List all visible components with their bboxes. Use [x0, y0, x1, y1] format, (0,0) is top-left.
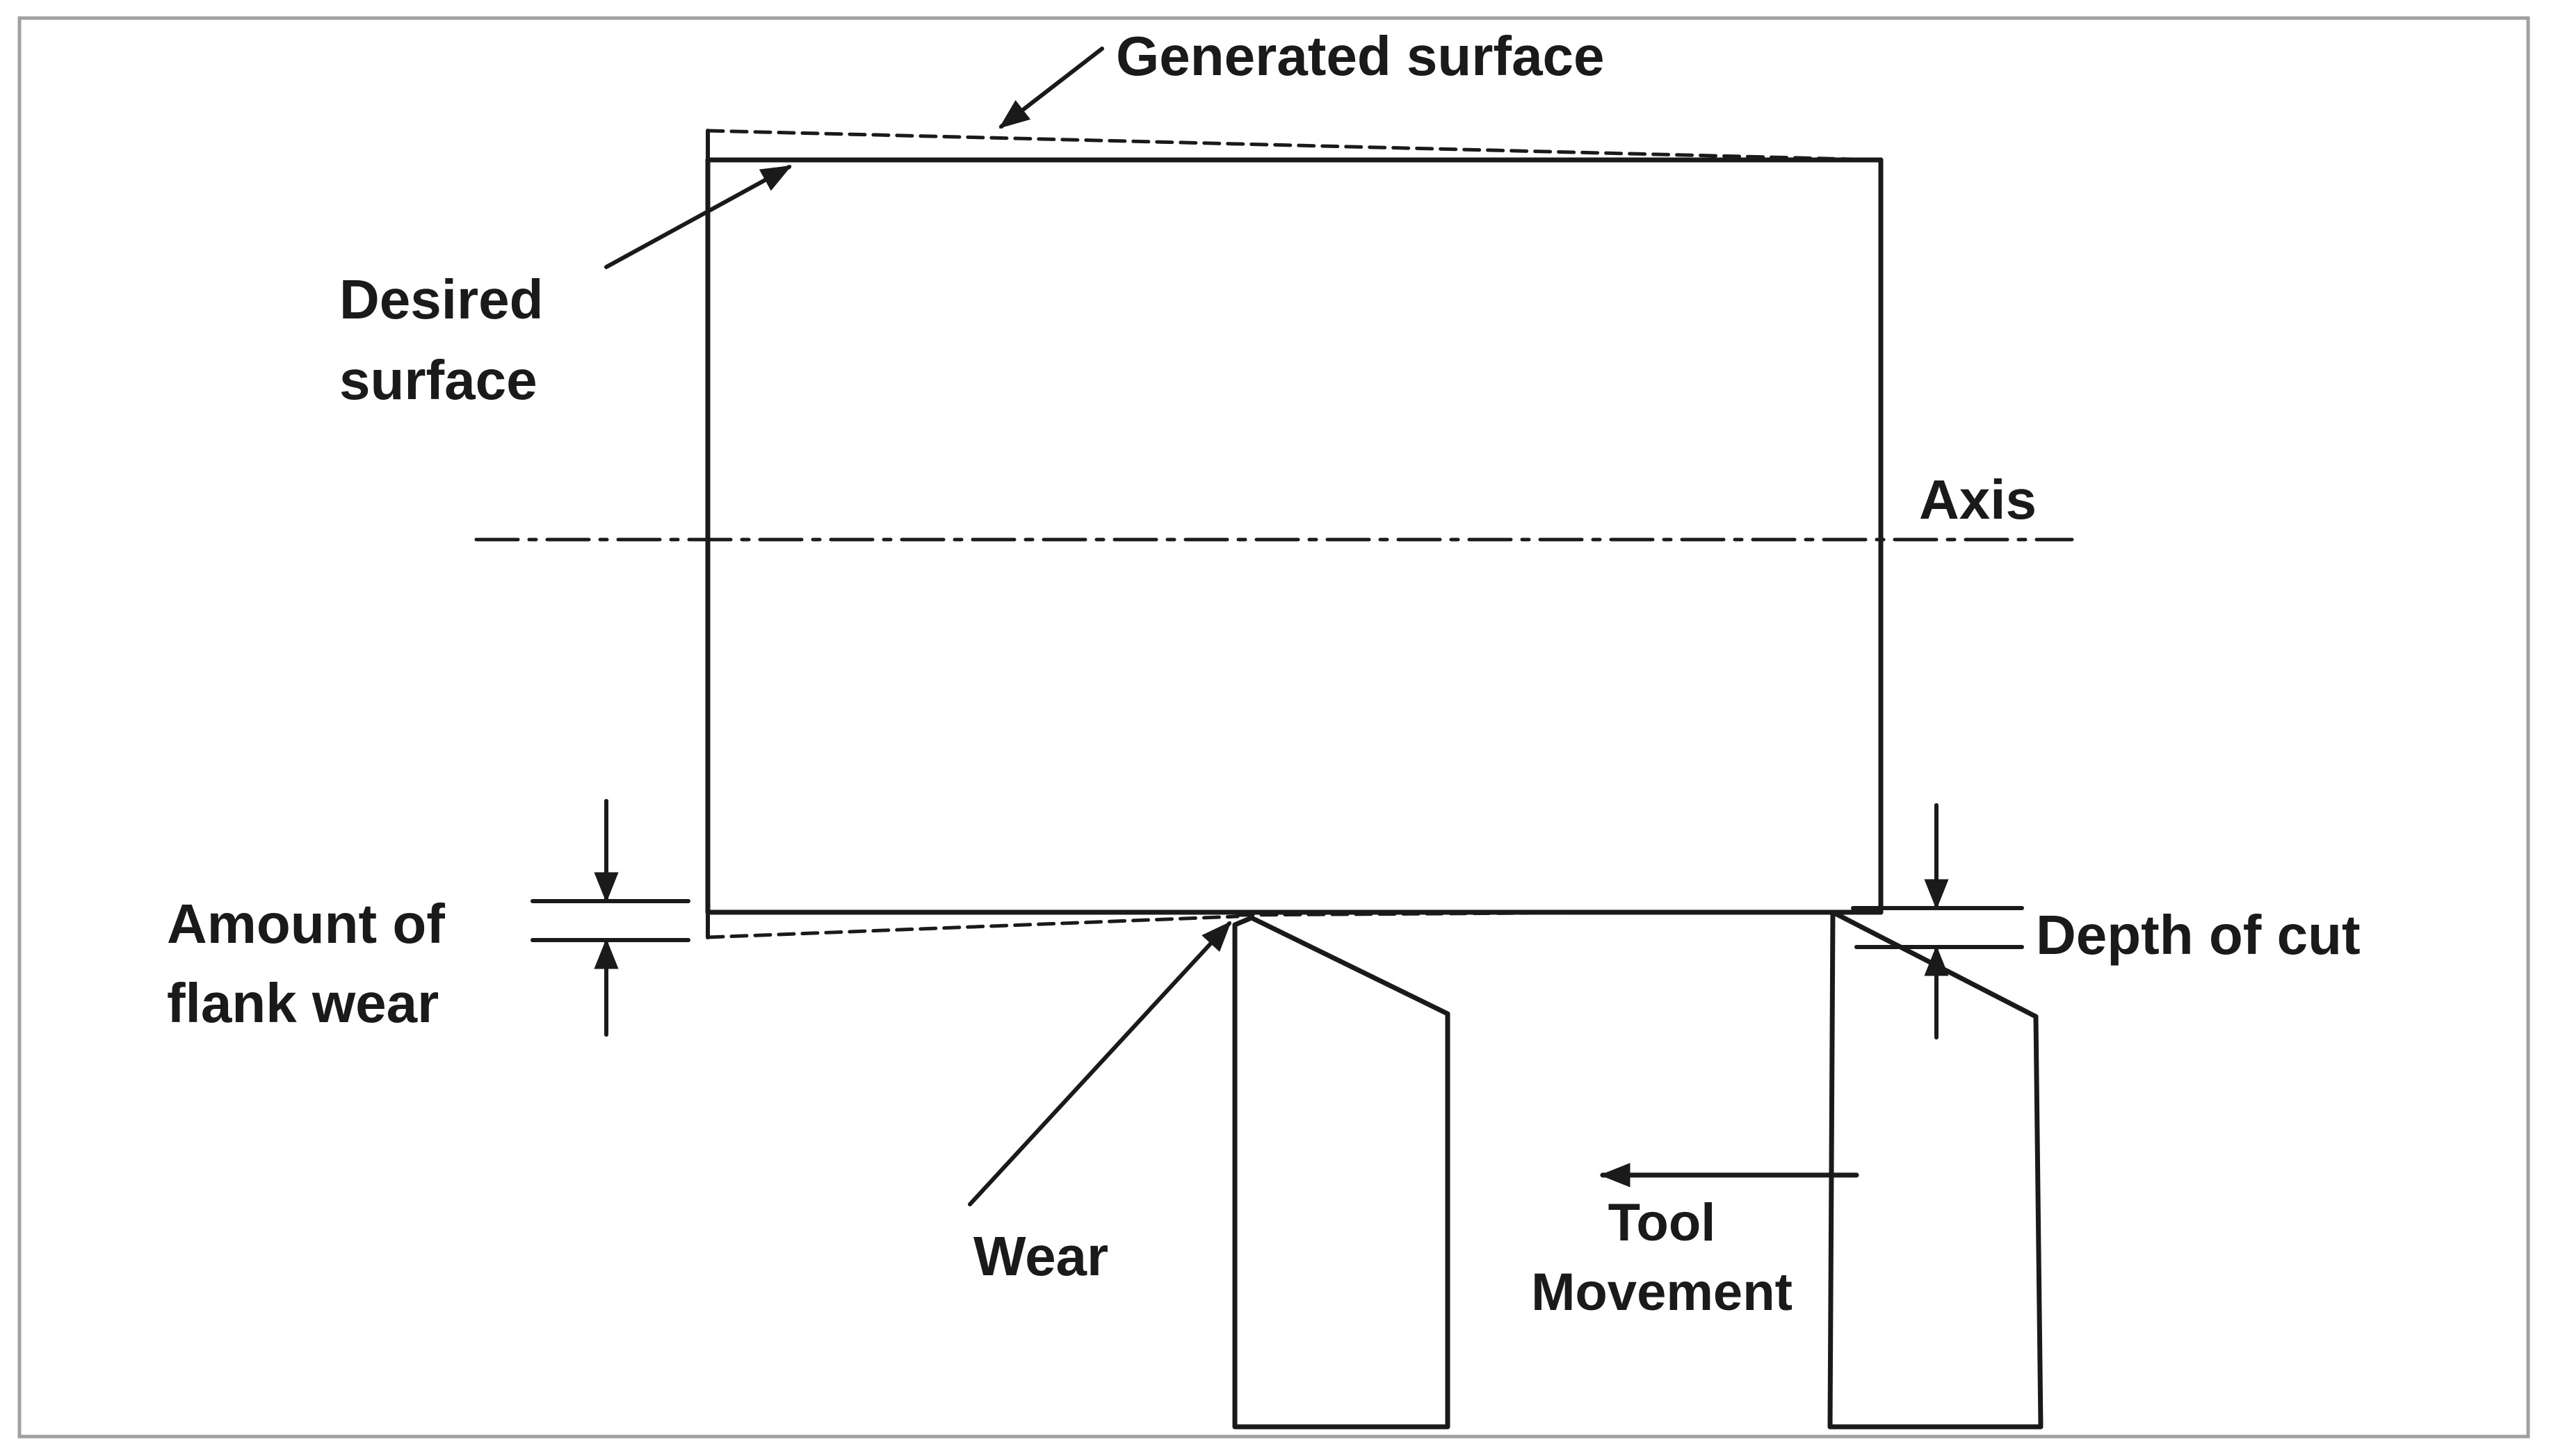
wear-label: Wear: [973, 1225, 1108, 1287]
workpiece: [705, 157, 1884, 915]
tool-movement-label-line2: Movement: [1531, 1263, 1793, 1322]
generated-surface-leader: [998, 47, 1104, 129]
sharp-cutting-tool: [1827, 909, 2044, 1430]
flank-wear-label-line2: flank wear: [167, 972, 439, 1034]
worn-cutting-tool: [1232, 915, 1450, 1430]
generated-surface-label: Generated surface: [1116, 25, 1605, 87]
wear-leader: [968, 921, 1231, 1206]
flank-wear-dimension: [531, 799, 690, 1037]
desired-surface-label-line1: Desired: [339, 268, 543, 330]
tool-movement-label-line1: Tool: [1608, 1193, 1716, 1252]
generated-surface: [706, 129, 1883, 939]
generated-surface-bottom-right: [1236, 910, 1643, 917]
depth-of-cut-label: Depth of cut: [2036, 904, 2361, 966]
depth-of-cut-dimension: [1851, 803, 2024, 1040]
desired-surface-leader: [604, 165, 792, 269]
generated-surface-bottom: [706, 914, 1240, 939]
flank-wear-label-line1: Amount of: [167, 893, 445, 955]
desired-surface-label-line2: surface: [339, 349, 537, 411]
figure-frame: [17, 16, 2530, 1439]
axis-label: Axis: [1919, 469, 2037, 531]
generated-surface-top: [706, 129, 1883, 162]
